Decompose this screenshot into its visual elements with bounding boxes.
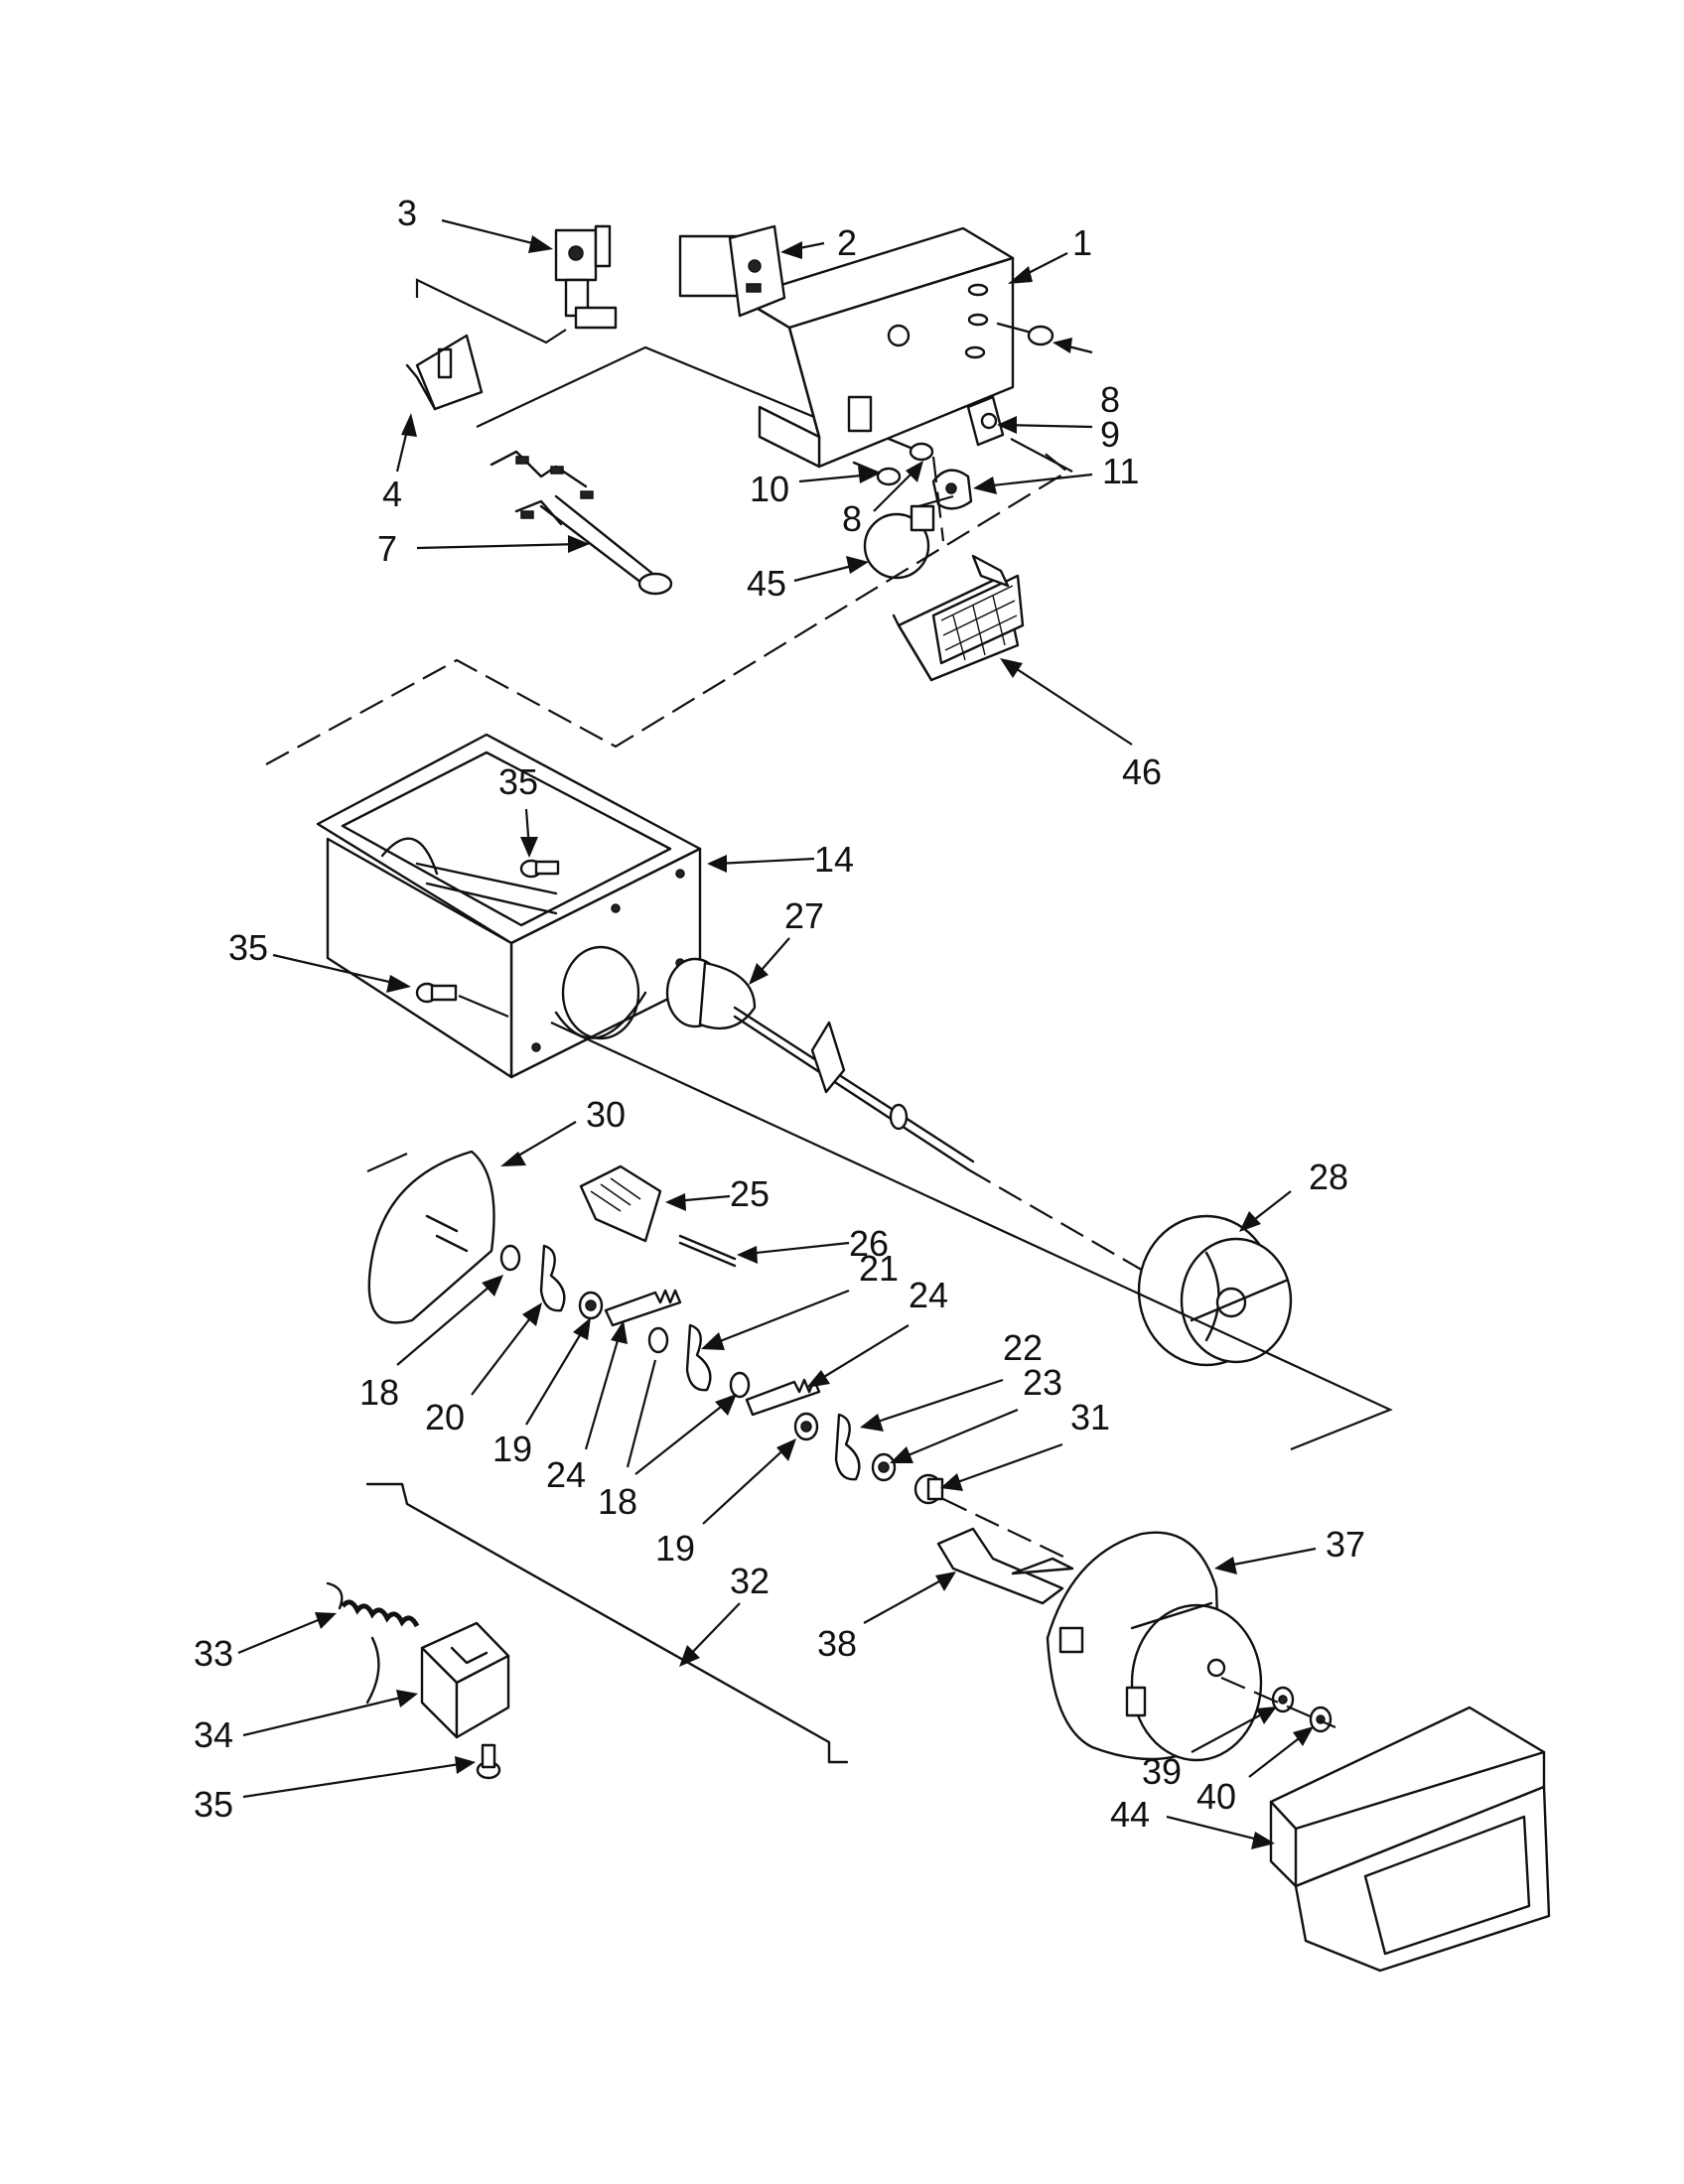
part-40-washer <box>1309 1706 1333 1733</box>
part-7-harness <box>490 450 673 596</box>
callout-24-left: 24 <box>546 1454 586 1495</box>
callout-27: 27 <box>784 895 824 936</box>
callout-14: 14 <box>814 839 854 880</box>
part-4-bracket <box>405 334 484 411</box>
part-26-pin <box>678 1234 737 1268</box>
callout-46: 46 <box>1122 751 1162 792</box>
callout-19-right: 19 <box>655 1528 695 1569</box>
part-35-screw-left <box>415 982 458 1004</box>
part-28-drum <box>1137 1214 1293 1367</box>
callout-37: 37 <box>1326 1524 1365 1565</box>
part-45-light-bulb <box>863 504 935 580</box>
part-44-cover <box>1269 1706 1551 1973</box>
callout-35-bottom: 35 <box>194 1784 233 1825</box>
callout-35-inner: 35 <box>498 761 538 802</box>
callout-labels: 1 2 3 4 7 8 9 10 11 8 45 46 35 14 27 35 … <box>194 193 1365 1835</box>
part-34-clip <box>420 1621 510 1739</box>
callout-38: 38 <box>817 1623 857 1664</box>
callout-25: 25 <box>730 1173 770 1214</box>
part-8-screw-left <box>887 437 934 462</box>
part-2-switch <box>678 224 786 318</box>
callout-1: 1 <box>1072 222 1092 263</box>
part-8-screw-right <box>996 322 1054 346</box>
part-35-screw-inner <box>519 859 560 879</box>
part-38-lever <box>936 1527 1074 1605</box>
leader-lines <box>237 218 1317 1849</box>
callout-19-left: 19 <box>492 1429 532 1469</box>
callout-4: 4 <box>382 474 402 514</box>
callout-20: 20 <box>425 1397 465 1437</box>
callout-35-left: 35 <box>228 927 268 968</box>
callout-18-right: 18 <box>598 1481 637 1522</box>
part-46-lamp-cover <box>892 554 1025 682</box>
part-10-screw <box>852 461 902 486</box>
callout-28: 28 <box>1309 1157 1348 1197</box>
part-33-spring <box>326 1581 420 1705</box>
callout-33: 33 <box>194 1633 233 1674</box>
part-27-auger <box>665 957 975 1171</box>
callout-8-left: 8 <box>842 498 862 539</box>
callout-10: 10 <box>750 469 789 509</box>
part-3-water-valve <box>554 224 618 330</box>
callout-18-left: 18 <box>359 1372 399 1413</box>
callout-2: 2 <box>837 222 857 263</box>
part-9-bracket <box>966 395 1005 447</box>
callout-40: 40 <box>1196 1776 1236 1817</box>
callout-22: 22 <box>1003 1327 1043 1368</box>
part-37-motor <box>1046 1531 1263 1762</box>
callout-31: 31 <box>1070 1397 1110 1437</box>
part-14-housing <box>316 733 702 1079</box>
callout-26: 26 <box>849 1223 889 1264</box>
callout-32: 32 <box>730 1561 770 1601</box>
callout-39: 39 <box>1142 1751 1182 1792</box>
callout-34: 34 <box>194 1714 233 1755</box>
callout-7: 7 <box>377 528 397 569</box>
callout-23: 23 <box>1023 1362 1062 1403</box>
callout-45: 45 <box>747 563 786 604</box>
callout-11: 11 <box>1102 451 1139 491</box>
part-35-screw-bottom <box>476 1743 501 1780</box>
callout-9: 9 <box>1100 414 1120 455</box>
callout-44: 44 <box>1110 1794 1150 1835</box>
crusher-stack <box>499 1244 944 1505</box>
callout-8-right: 8 <box>1100 379 1120 420</box>
callout-21: 21 <box>859 1248 899 1289</box>
callout-30: 30 <box>586 1094 626 1135</box>
part-32-rod <box>365 1482 849 1764</box>
callout-24-right: 24 <box>909 1275 948 1315</box>
part-11-lamp-socket <box>917 469 973 510</box>
callout-3: 3 <box>397 193 417 233</box>
part-1-control-box <box>738 226 1015 469</box>
part-30-plate <box>367 1150 495 1324</box>
part-25-block <box>579 1164 662 1243</box>
